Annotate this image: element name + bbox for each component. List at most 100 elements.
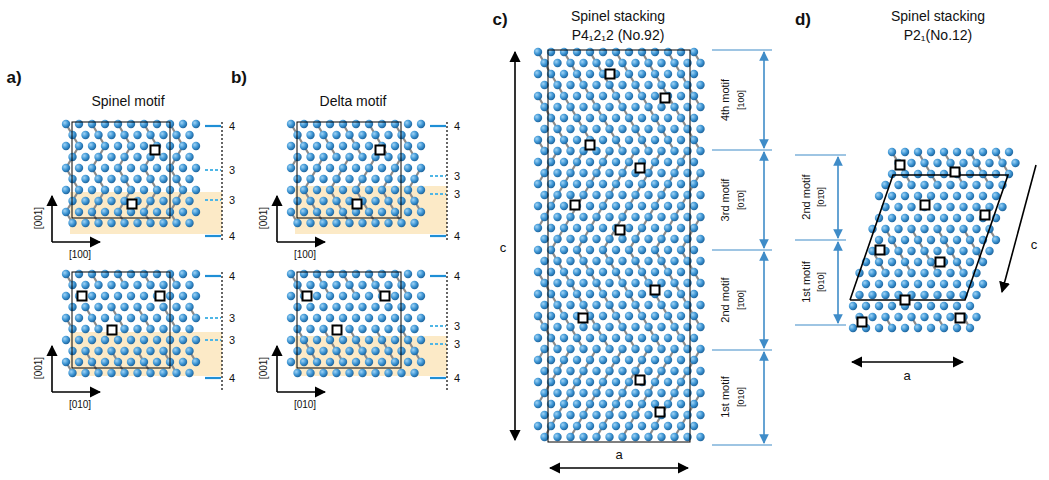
atom: [901, 324, 909, 332]
atom: [101, 142, 109, 150]
atom: [625, 356, 633, 364]
atom: [120, 131, 128, 139]
atom: [664, 268, 672, 276]
atom: [696, 147, 704, 155]
atom: [618, 301, 626, 309]
atom: [553, 125, 561, 133]
atom: [88, 336, 96, 344]
atom: [358, 369, 366, 377]
atom: [625, 334, 633, 342]
lattice-arrow: [514, 52, 516, 245]
atom: [651, 224, 659, 232]
atom: [339, 208, 347, 216]
atom: [94, 347, 102, 355]
atom: [172, 131, 180, 139]
vacancy-square: [606, 70, 615, 79]
atom: [907, 203, 915, 211]
atom: [553, 323, 561, 331]
atom: [657, 301, 665, 309]
atom: [881, 225, 889, 233]
atom: [192, 292, 200, 300]
atom: [644, 191, 652, 199]
lattice-arrow: [907, 361, 963, 363]
atom: [690, 180, 698, 188]
atom: [127, 186, 135, 194]
atom: [391, 208, 399, 216]
atom: [573, 136, 581, 144]
atom: [540, 147, 548, 155]
atom: [534, 70, 542, 78]
atom: [966, 324, 974, 332]
atom: [140, 314, 148, 322]
atom: [101, 336, 109, 344]
shaded-layer: [295, 186, 447, 234]
atom: [378, 164, 386, 172]
atom: [332, 131, 340, 139]
atom: [644, 345, 652, 353]
atom: [894, 225, 902, 233]
atom: [566, 213, 574, 221]
atom: [384, 175, 392, 183]
atom: [612, 378, 620, 386]
atom: [586, 70, 594, 78]
atom: [404, 358, 412, 366]
unit-cell: [548, 50, 690, 442]
panel-title: Delta motif: [320, 94, 387, 109]
atom: [901, 258, 909, 266]
atom: [605, 323, 613, 331]
atom: [638, 268, 646, 276]
atom: [638, 290, 646, 298]
atom: [927, 170, 935, 178]
atom: [664, 202, 672, 210]
atom: [599, 378, 607, 386]
atom: [172, 281, 180, 289]
atom: [566, 235, 574, 243]
atom: [599, 246, 607, 254]
vacancy-square: [381, 292, 390, 301]
atom: [345, 131, 353, 139]
atom: [566, 279, 574, 287]
atom: [179, 314, 187, 322]
atom: [631, 257, 639, 265]
atom: [319, 303, 327, 311]
atom: [875, 280, 883, 288]
atom: [992, 170, 1000, 178]
atom: [618, 125, 626, 133]
atom: [625, 158, 633, 166]
atom: [319, 219, 327, 227]
atom: [946, 313, 954, 321]
atom: [972, 313, 980, 321]
atom: [907, 181, 915, 189]
atom: [946, 203, 954, 211]
atom: [651, 356, 659, 364]
direction-label: [010]: [817, 272, 827, 292]
atom: [690, 334, 698, 342]
direction-label: [1̄00]: [737, 290, 747, 310]
atom: [417, 208, 425, 216]
atom: [566, 301, 574, 309]
atom: [81, 281, 89, 289]
atom: [1011, 159, 1019, 167]
atom: [618, 213, 626, 221]
atom: [605, 367, 613, 375]
atom: [114, 358, 122, 366]
atom: [625, 268, 633, 276]
atom: [644, 389, 652, 397]
atom: [914, 280, 922, 288]
atom: [657, 191, 665, 199]
atom: [120, 175, 128, 183]
atom: [690, 312, 698, 320]
atom: [927, 148, 935, 156]
atom: [352, 164, 360, 172]
atom: [940, 324, 948, 332]
atom: [540, 59, 548, 67]
atom: [192, 208, 200, 216]
atom: [185, 197, 193, 205]
atom: [159, 281, 167, 289]
atom: [378, 314, 386, 322]
atom: [664, 224, 672, 232]
atom: [573, 422, 581, 430]
atom: [81, 303, 89, 311]
layer-bar: [430, 275, 446, 277]
layer-bar: [430, 125, 446, 127]
